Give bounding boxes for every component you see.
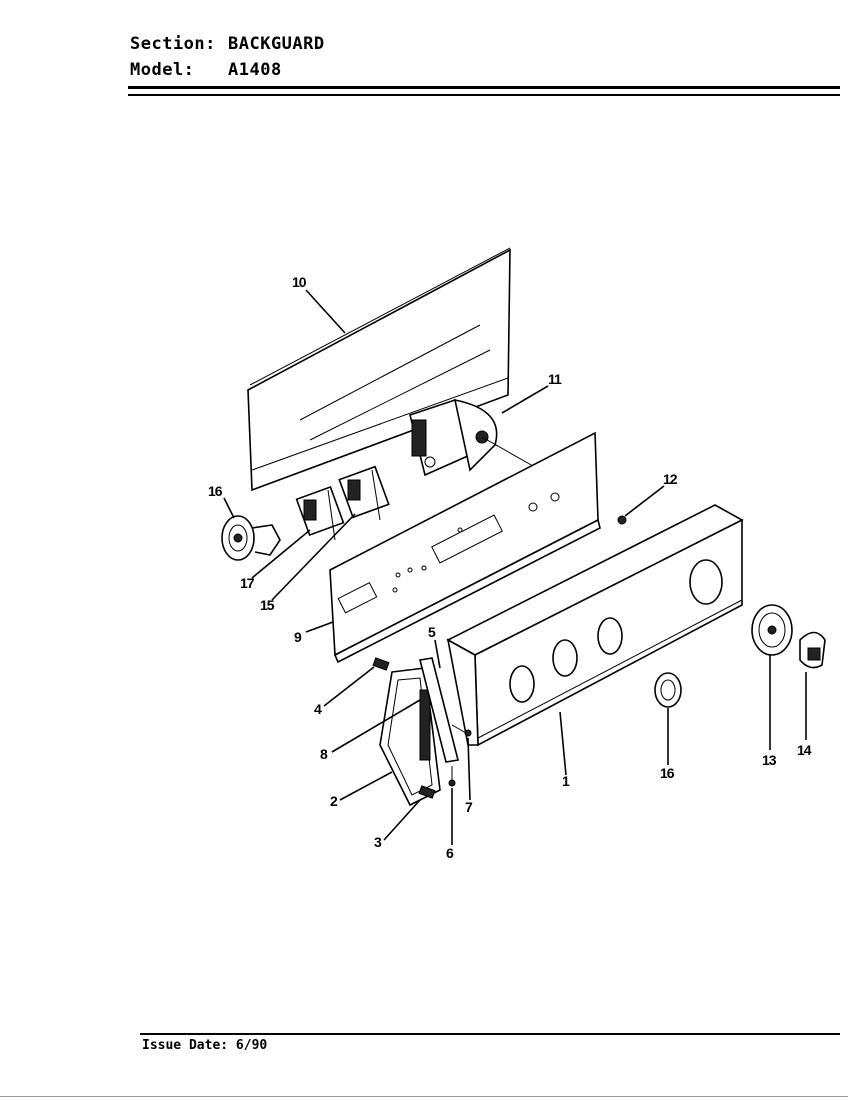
part-4-clip [372, 657, 390, 671]
part-11-timer [409, 398, 541, 477]
part-16-knob-lower [654, 672, 682, 708]
part-14-knob [799, 631, 826, 669]
callout-12: 12 [663, 471, 678, 487]
callout-2: 2 [330, 793, 338, 809]
callout-5: 5 [428, 624, 436, 640]
part-5-end-strip [419, 657, 459, 763]
header-rule-thin [128, 94, 840, 96]
section-line: Section: BACKGUARD [130, 34, 325, 54]
callout-10: 10 [292, 274, 307, 290]
part-10-rear-cover [247, 247, 511, 492]
callout-15: 15 [260, 597, 275, 613]
part-17-switch [295, 485, 345, 541]
callout-3: 3 [374, 834, 382, 850]
callout-4: 4 [314, 701, 322, 717]
section-key: Section: [130, 34, 216, 54]
issue-date: Issue Date: 6/90 [142, 1038, 268, 1053]
model-key: Model: [130, 60, 195, 80]
callout-17: 17 [240, 575, 255, 591]
part-12-screw [617, 515, 627, 525]
part-6-screw [448, 766, 456, 787]
callout-16-lower: 16 [660, 765, 675, 781]
part-16-selector-switch [221, 515, 281, 561]
callout-1: 1 [562, 773, 570, 789]
callout-9: 9 [294, 629, 302, 645]
part-15-switch [338, 465, 390, 521]
part-3-clip [418, 785, 436, 799]
model-value: A1408 [228, 60, 282, 80]
callout-13: 13 [762, 752, 777, 768]
callout-11: 11 [548, 371, 562, 387]
callout-8: 8 [320, 746, 328, 762]
part-1-front-panel [446, 504, 744, 747]
part-8-bracket-clip [419, 689, 431, 761]
callout-16-upper: 16 [208, 483, 223, 499]
section-value: BACKGUARD [228, 34, 325, 54]
header-rule-thick [128, 86, 840, 89]
footer-rule [140, 1033, 840, 1035]
part-7-screw [451, 724, 472, 737]
callout-6: 6 [446, 845, 454, 861]
callout-14: 14 [797, 742, 812, 758]
part-13-knob-skirt [751, 604, 793, 656]
page-bottom-rule [0, 1096, 848, 1097]
model-line: Model: A1408 [130, 60, 282, 80]
callout-labels: 10 11 12 16 17 15 9 5 4 8 2 3 6 7 1 16 1… [208, 274, 813, 861]
callout-7: 7 [465, 799, 473, 815]
leader-lines [223, 289, 807, 845]
part-9-control-panel [329, 431, 601, 664]
